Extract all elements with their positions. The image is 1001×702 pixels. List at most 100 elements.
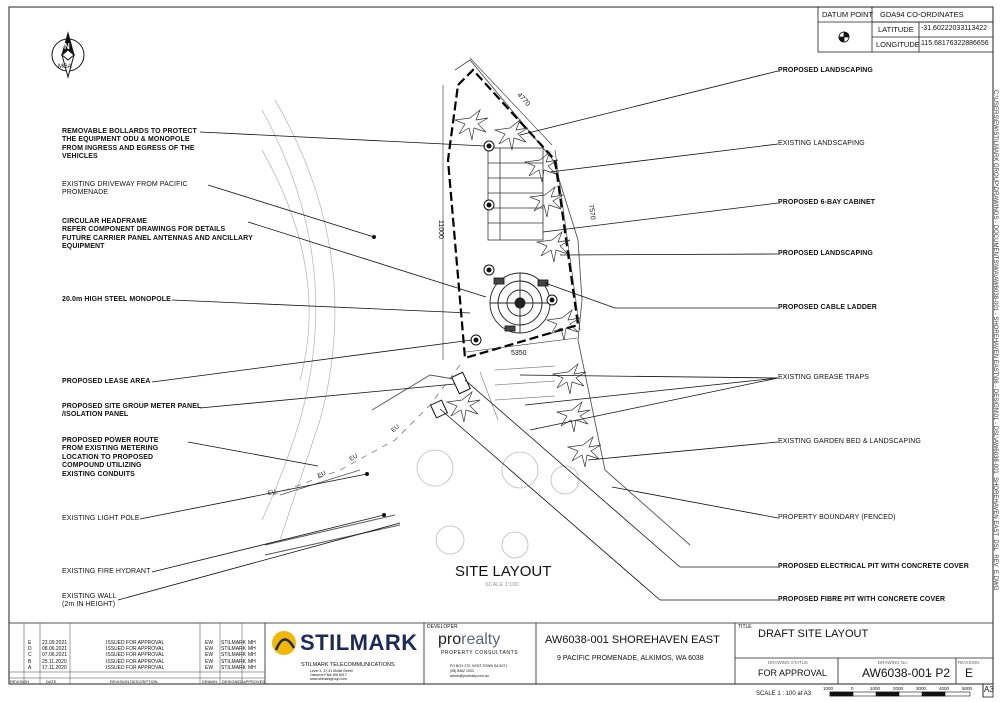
feature-markers <box>365 235 386 517</box>
stilmark-address-1: Level 1, 37-41 Mollie Street <box>310 669 353 673</box>
callout-proposed-landscaping-2: PROPOSED LANDSCAPING <box>778 250 873 257</box>
rev-code: B <box>28 659 32 665</box>
monopole-headframe <box>489 272 551 334</box>
rev-approved: MH <box>248 665 256 671</box>
sheet-border <box>8 6 994 685</box>
drawing-title-label: TITLE <box>738 624 752 630</box>
rev-approved: MH <box>248 659 256 665</box>
callout-lease-area: PROPOSED LEASE AREA <box>62 378 151 385</box>
callout-fire-hydrant: EXISTING FIRE HYDRANT <box>62 568 151 575</box>
drawing-revision: E <box>965 666 974 680</box>
rev-drawn: EW <box>205 640 214 646</box>
datum-lon-label: LONGITUDE <box>876 40 920 49</box>
scale-tick: 3000 <box>916 686 927 691</box>
revision-table-grid <box>9 623 265 684</box>
lease-area-outline <box>446 68 580 360</box>
callout-existing-wall: EXISTING WALL(2m IN HEIGHT) <box>62 593 117 609</box>
datum-lat-value: -31.60222033113422 <box>921 25 988 32</box>
power-route <box>269 364 461 497</box>
rev-date: 08.06.2021 <box>42 646 68 652</box>
rev-header-drawn: DRAWN <box>202 679 217 684</box>
dim-11000: 11000 <box>437 220 444 239</box>
site-layout-title: SITE LAYOUT <box>455 563 552 580</box>
existing-trees <box>416 449 580 559</box>
project-title: AW6038-001 SHOREHAVEN EAST <box>545 634 720 646</box>
leader-lines-left <box>117 131 487 601</box>
developer-label: DEVELOPER <box>427 624 458 630</box>
callout-proposed-landscaping: PROPOSED LANDSCAPING <box>778 67 873 74</box>
rev-designed: STILMARK <box>221 652 247 658</box>
pits-and-panels <box>429 371 471 419</box>
developer-tagline: PROPERTY CONSULTANTS <box>441 650 519 656</box>
developer-address: PO BOX 272, KENT TOWN SA 5071 <box>450 664 508 668</box>
stilmark-logo-mark <box>272 631 296 655</box>
grease-traps <box>479 365 556 421</box>
stilmark-website: www.stilmarkgroup.com <box>310 677 347 681</box>
site-boundary-lines <box>264 59 691 556</box>
rev-desc: ISSUED FOR APPROVAL <box>106 652 165 658</box>
drawing-title: DRAFT SITE LAYOUT <box>758 628 869 640</box>
scale-tick: 5000 <box>962 686 973 691</box>
rev-header-approved: APPROVED <box>243 679 266 684</box>
callout-property-boundary: PROPERTY BOUNDARY (FENCED) <box>778 514 896 521</box>
rev-header-date: DATE <box>46 679 57 684</box>
rev-designed: STILMARK <box>221 665 247 671</box>
datum-symbol <box>838 31 850 43</box>
file-path-side-text: C:\USERS\EW\STILMARK GROUP\DRAWINGS - DO… <box>992 90 998 591</box>
dim-5350: 5350 <box>511 350 527 357</box>
scale-tick: 1000 <box>823 686 834 691</box>
six-bay-cabinet <box>487 147 544 241</box>
rev-code: A <box>28 665 32 671</box>
rev-date: 17.11.2020 <box>42 665 67 671</box>
callout-6bay-cabinet: PROPOSED 6-BAY CABINET <box>778 199 876 206</box>
rev-code: E <box>28 640 32 646</box>
stilmark-logo-text: STILMARK <box>300 630 418 655</box>
bollards <box>470 140 558 346</box>
drawing-sheet: - P2 <box>928 666 951 680</box>
rev-designed: STILMARK <box>221 646 247 652</box>
rev-desc: ISSUED FOR APPROVAL <box>106 646 165 652</box>
rev-header-revision: REVISION <box>10 679 30 684</box>
rev-designed: STILMARK <box>221 640 247 646</box>
stilmark-company: STILMARK TELECOMMUNICATIONS <box>301 662 395 668</box>
callout-light-pole: EXISTING LIGHT POLE <box>62 515 140 522</box>
rev-drawn: EW <box>205 659 214 665</box>
rev-drawn: EW <box>205 665 214 671</box>
datum-header: DATUM POINT <box>822 10 874 19</box>
scale-tick: 0 <box>851 686 854 691</box>
rev-date: 23.09.2021 <box>42 640 68 646</box>
scale-tick: 1000 <box>870 686 881 691</box>
scale-bar <box>829 691 971 697</box>
rev-date: 07.06.2021 <box>42 652 68 658</box>
developer-phone: (08) 8362 1033 <box>450 669 474 673</box>
callout-electrical-pit: PROPOSED ELECTRICAL PIT WITH CONCRETE CO… <box>778 563 969 570</box>
callout-existing-landscaping: EXISTING LANDSCAPING <box>778 140 865 147</box>
rev-drawn: EW <box>205 646 214 652</box>
rev-approved: MH <box>248 640 256 646</box>
north-letter: N <box>64 42 70 51</box>
callout-fibre-pit: PROPOSED FIBRE PIT WITH CONCRETE COVER <box>778 596 946 603</box>
scale-caption: SCALE 1 : 100 at A3 <box>756 691 812 697</box>
rev-header-description: REVISION DESCRIPTION <box>110 679 158 684</box>
rev-designed: STILMARK <box>221 659 247 665</box>
callout-grease-traps: EXISTING GREASE TRAPS <box>778 374 870 381</box>
existing-driveway-arcs <box>261 99 336 541</box>
callout-garden-bed: EXISTING GARDEN BED & LANDSCAPING <box>778 438 921 445</box>
drawing-number: AW6038-001 <box>862 666 932 680</box>
rev-header-designed: DESIGNED <box>222 679 243 684</box>
north-arrow <box>51 31 85 79</box>
developer-email: admin@prorealty.com.au <box>450 674 489 678</box>
callout-meter-panel: PROPOSED SITE GROUP METER PANEL/ISOLATIO… <box>62 403 202 419</box>
scale-tick: 2000 <box>893 686 904 691</box>
datum-lon-value: 115.68176322886656 <box>921 40 989 47</box>
rev-date: 25.11.2020 <box>42 659 67 665</box>
leader-lines-right <box>439 70 779 601</box>
project-address: 9 PACIFIC PROMENADE, ALKIMOS, WA 6038 <box>557 655 704 662</box>
rev-approved: MH <box>248 646 256 652</box>
drawing-revision-label: REVISION <box>958 660 980 665</box>
